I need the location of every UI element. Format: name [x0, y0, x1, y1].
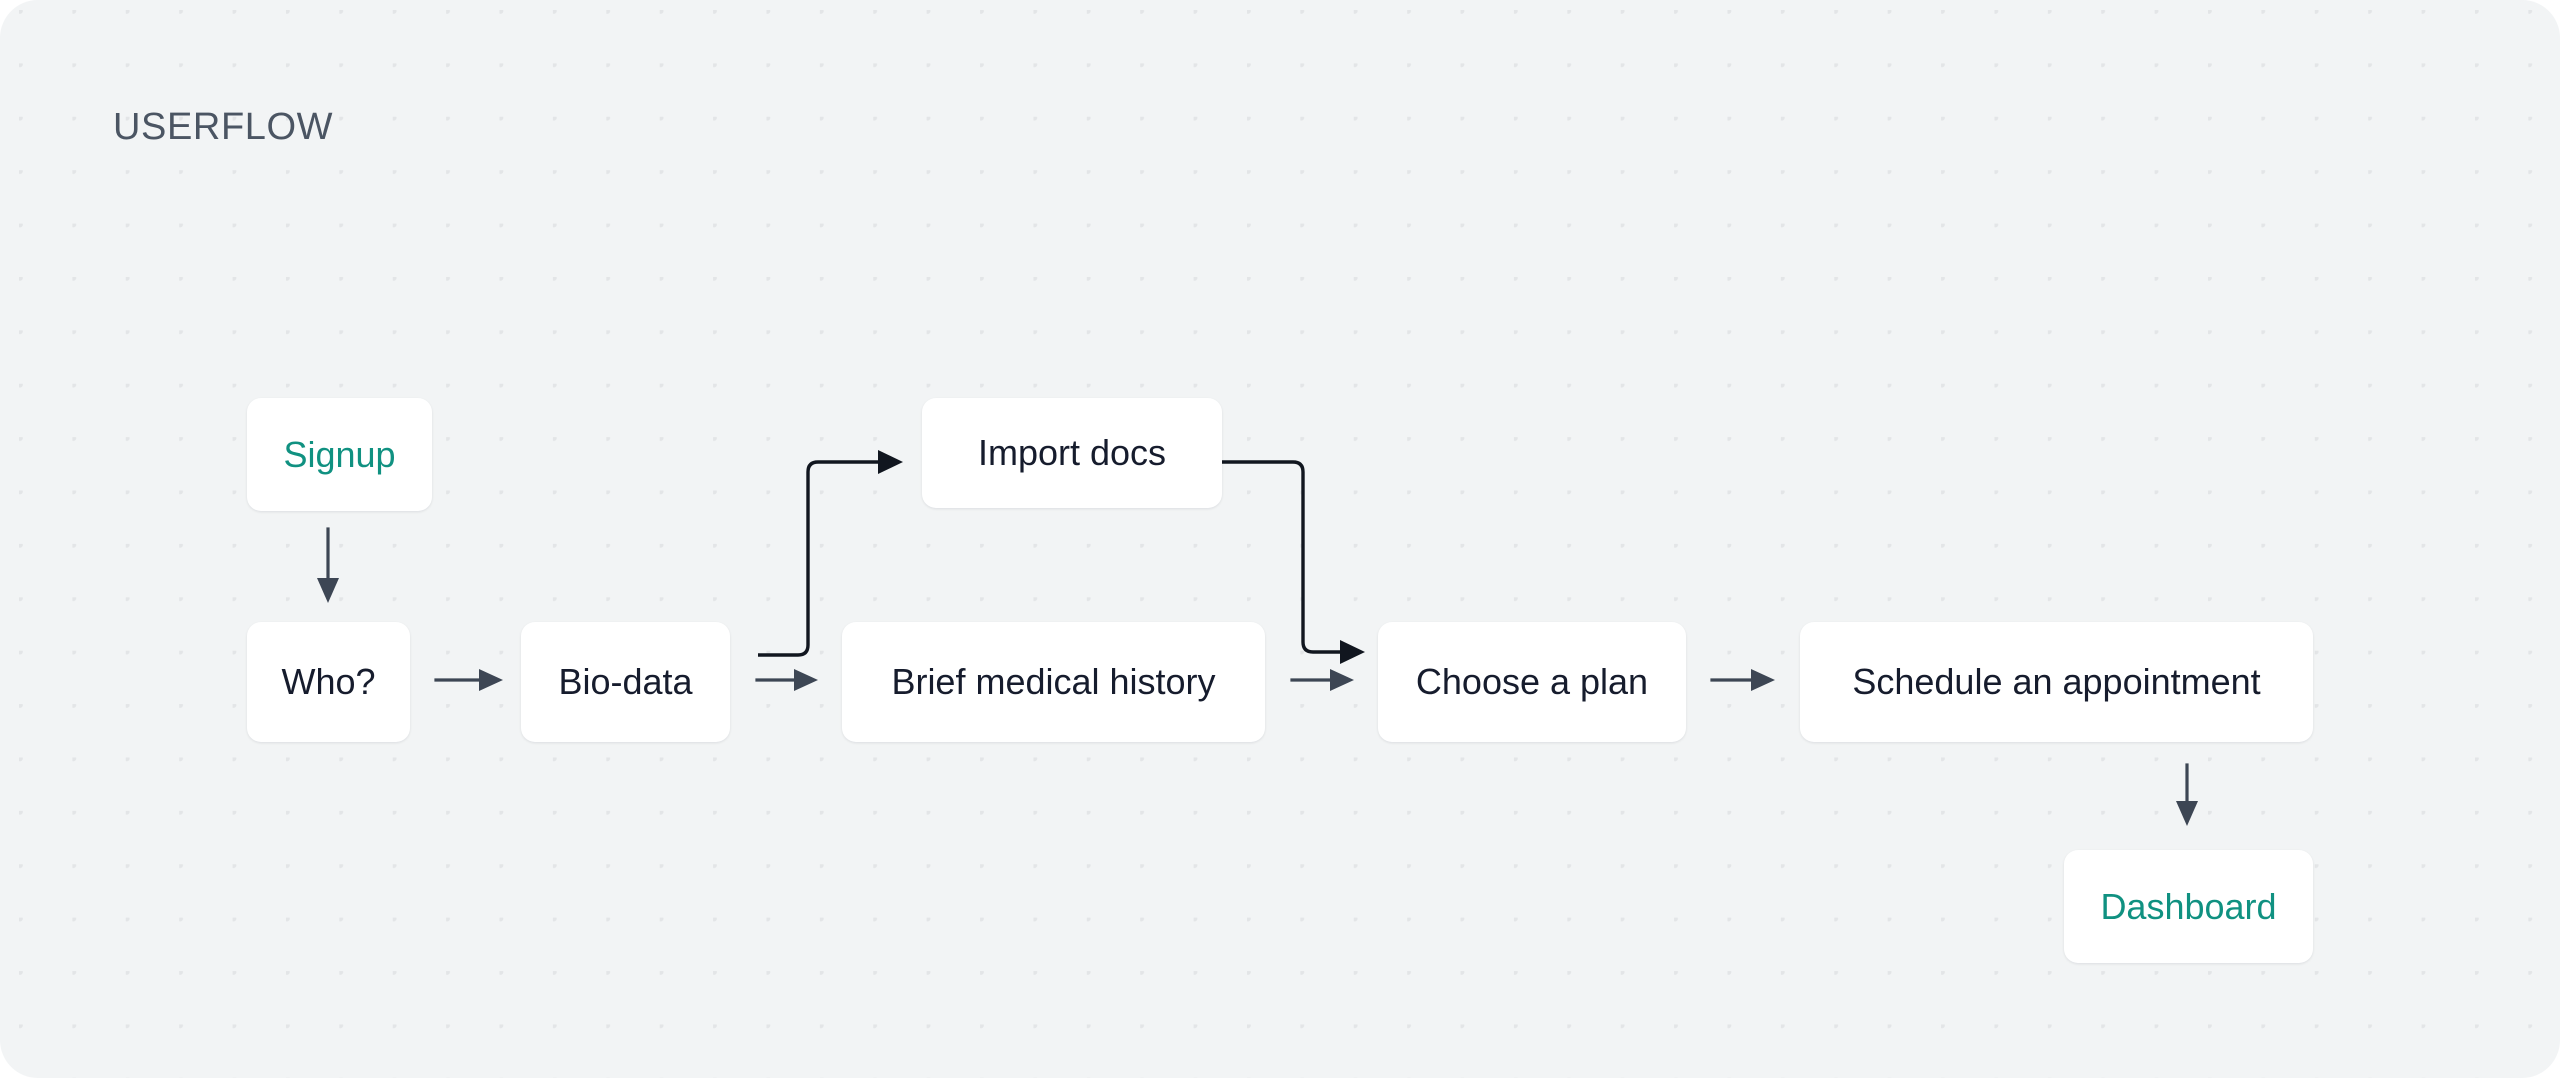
- node-bio-data[interactable]: Bio-data: [521, 622, 730, 742]
- node-schedule-an-appointment[interactable]: Schedule an appointment: [1800, 622, 2313, 742]
- node-signup[interactable]: Signup: [247, 398, 432, 511]
- connector-who-to-biodata: [434, 669, 503, 691]
- connector-plan-to-schedule: [1710, 669, 1775, 691]
- node-choose-a-plan[interactable]: Choose a plan: [1378, 622, 1686, 742]
- node-label: Choose a plan: [1415, 661, 1649, 702]
- node-label: Who?: [281, 661, 376, 702]
- node-import-docs[interactable]: Import docs: [922, 398, 1222, 508]
- node-brief-medical-history[interactable]: Brief medical history: [842, 622, 1265, 742]
- page-title: USERFLOW: [113, 106, 334, 148]
- connector-biodata-to-medical: [755, 669, 818, 691]
- node-label: Schedule an appointment: [1852, 661, 2261, 702]
- connector-medical-to-plan: [1290, 669, 1354, 691]
- connector-schedule-to-dashboard: [2176, 763, 2198, 826]
- node-label: Bio-data: [558, 661, 693, 702]
- node-label: Brief medical history: [891, 661, 1216, 702]
- node-dashboard[interactable]: Dashboard: [2064, 850, 2313, 963]
- node-label: Import docs: [977, 432, 1167, 473]
- node-who[interactable]: Who?: [247, 622, 410, 742]
- node-label: Dashboard: [2100, 885, 2277, 927]
- node-label: Signup: [283, 433, 396, 475]
- connector-signup-to-who: [317, 527, 339, 603]
